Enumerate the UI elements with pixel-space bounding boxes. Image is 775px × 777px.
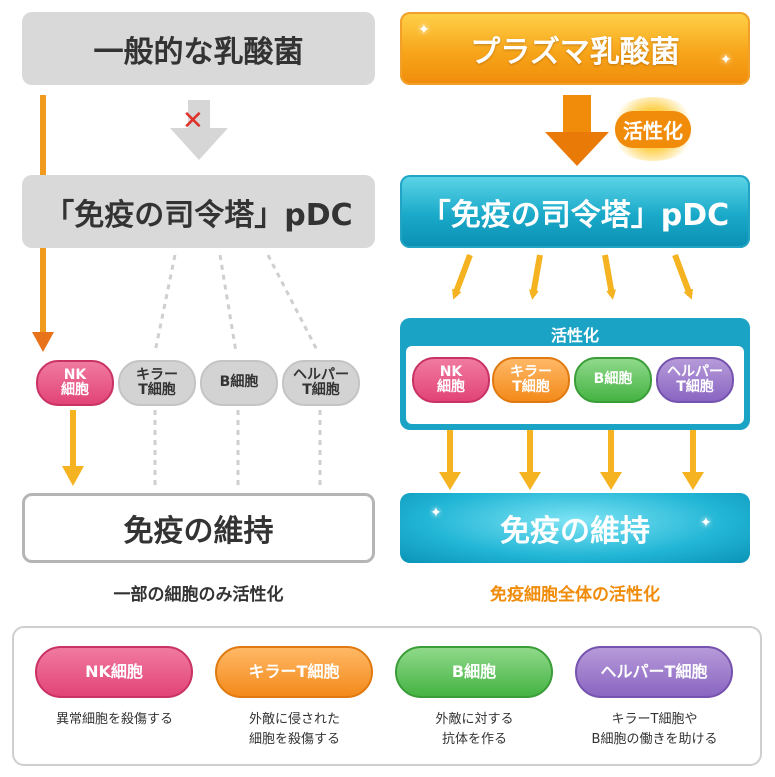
gray-arrow	[170, 100, 228, 160]
killer-t-pill-right: キラー T細胞	[492, 357, 570, 403]
maintenance-box-right: 免疫の維持	[400, 493, 750, 563]
legend-frame	[12, 626, 762, 766]
summary-right: 免疫細胞全体の活性化	[490, 585, 660, 605]
b-cell-pill-left: B細胞	[200, 360, 278, 406]
nk-cell-pill-right: NK 細胞	[412, 357, 490, 403]
nk-arrow-left	[62, 410, 84, 486]
legend-b-cell-pill: B細胞	[395, 646, 553, 698]
dotted-lines-left	[153, 254, 322, 490]
b-cell-pill-right: B細胞	[574, 357, 652, 403]
sparkle-icon: ✦	[418, 22, 430, 38]
yellow-arrows-top	[452, 253, 693, 300]
maintenance-box-left: 免疫の維持	[22, 493, 375, 563]
legend-nk-desc: 異常細胞を殺傷する	[55, 712, 173, 727]
sparkle-icon: ✦	[430, 505, 442, 521]
pdc-box-left: 「免疫の司令塔」pDC	[22, 175, 375, 248]
legend-b-cell-desc: 外敵に対する 抗体を作る	[435, 712, 514, 747]
nk-cell-pill-left: NK 細胞	[36, 360, 114, 406]
sparkle-icon: ✦	[700, 515, 712, 531]
killer-t-pill-left: キラー T細胞	[118, 360, 196, 406]
summary-left: 一部の細胞のみ活性化	[113, 585, 284, 605]
plasma-lactic-bacteria-box: プラズマ乳酸菌	[400, 12, 750, 85]
legend-killer-t-pill: キラーT細胞	[215, 646, 373, 698]
cross-icon: ✕	[182, 106, 204, 136]
yellow-arrows-bottom	[439, 430, 704, 490]
helper-t-pill-left: ヘルパー T細胞	[282, 360, 360, 406]
legend-nk-pill: NK細胞	[35, 646, 193, 698]
legend-helper-t-pill: ヘルパーT細胞	[575, 646, 733, 698]
activation-label: 活性化	[550, 326, 599, 345]
pdc-box-right: 「免疫の司令塔」pDC	[400, 175, 750, 248]
sparkle-icon: ✦	[720, 52, 732, 68]
activation-badge: 活性化	[607, 97, 699, 161]
legend-helper-t-desc: キラーT細胞や B細胞の働きを助ける	[591, 712, 718, 747]
orange-big-arrow	[545, 95, 609, 166]
general-lactic-bacteria-box: 一般的な乳酸菌	[22, 12, 375, 85]
legend-killer-t-desc: 外敵に侵された 細胞を殺傷する	[248, 712, 340, 747]
helper-t-pill-right: ヘルパー T細胞	[656, 357, 734, 403]
